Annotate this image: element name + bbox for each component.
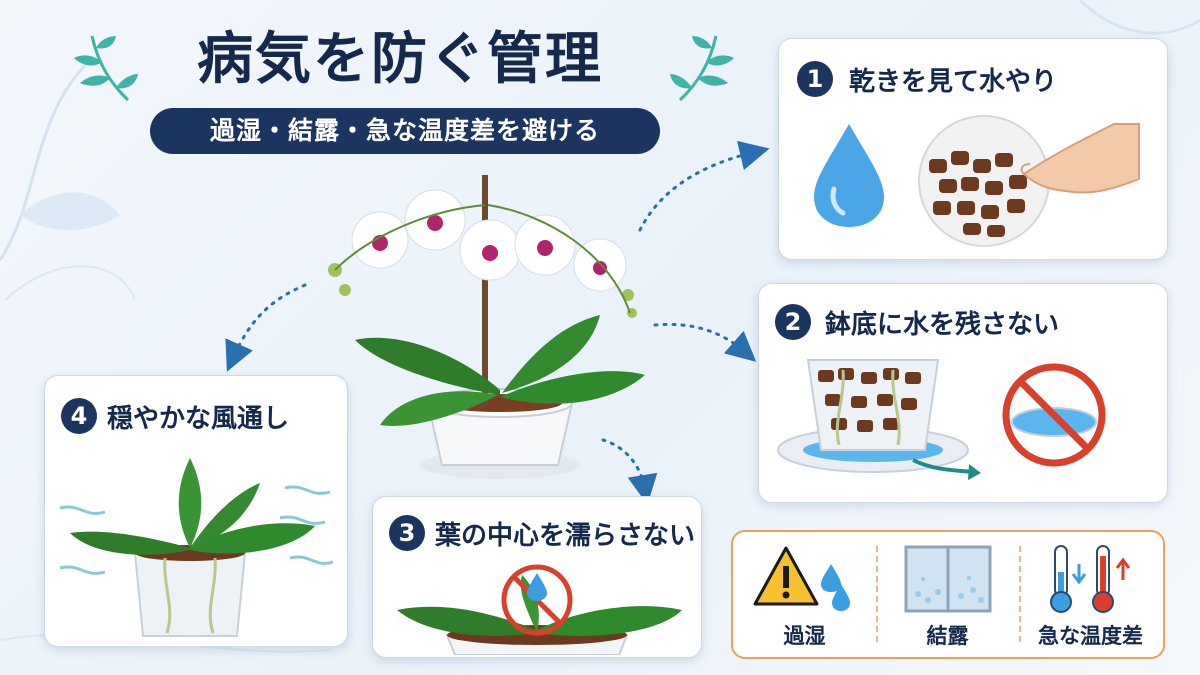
divider xyxy=(876,546,878,642)
warnings-panel: 過湿 結露 急な温度差 xyxy=(731,530,1165,659)
tip-number: 3 xyxy=(389,515,425,551)
window-condensation-icon xyxy=(904,545,992,613)
tip-label: 葉の中心を濡らさない xyxy=(435,521,696,551)
thermometer-icon xyxy=(1050,545,1131,613)
warning-condensation: 結露 xyxy=(876,532,1019,657)
warning-overwet: 過湿 xyxy=(733,532,876,657)
pot-drainage-icon xyxy=(777,359,981,480)
tip-label: 穏やかな風通し xyxy=(107,404,290,434)
warning-label: 結露 xyxy=(926,624,969,648)
tip-card-3: 3 葉の中心を濡らさない xyxy=(372,496,702,658)
airflow-orchid-icon xyxy=(59,458,334,637)
finger-icon xyxy=(1020,123,1140,194)
page-subtitle: 過湿・結露・急な温度差を避ける xyxy=(150,108,660,154)
water-drop-icon xyxy=(814,124,884,227)
tip-number: 2 xyxy=(775,304,811,340)
tip-number: 1 xyxy=(797,61,833,97)
warning-label: 過湿 xyxy=(783,624,826,648)
tip-card-4: 4 穏やかな風通し xyxy=(44,375,348,647)
warning-temperature: 急な温度差 xyxy=(1019,532,1162,657)
tip-card-2: 2 鉢底に水を残さない xyxy=(758,283,1168,503)
orchid-illustration xyxy=(328,175,645,479)
leaf-center-no-water-icon xyxy=(397,564,682,655)
tip-label: 乾きを見て水やり xyxy=(849,67,1058,97)
left-sprig-icon xyxy=(74,35,138,102)
no-standing-water-icon xyxy=(1002,363,1106,467)
warning-icon xyxy=(753,546,850,611)
right-sprig-icon xyxy=(670,35,734,102)
tip-number: 4 xyxy=(61,398,97,434)
warning-label: 急な温度差 xyxy=(1038,624,1143,648)
tip-label: 鉢底に水を残さない xyxy=(825,310,1060,340)
bark-soil-check-icon xyxy=(918,115,1050,247)
divider xyxy=(1019,546,1021,642)
page-title: 病気を防ぐ管理 xyxy=(197,27,603,92)
tip-card-1: 1 乾きを見て水やり xyxy=(778,38,1168,260)
